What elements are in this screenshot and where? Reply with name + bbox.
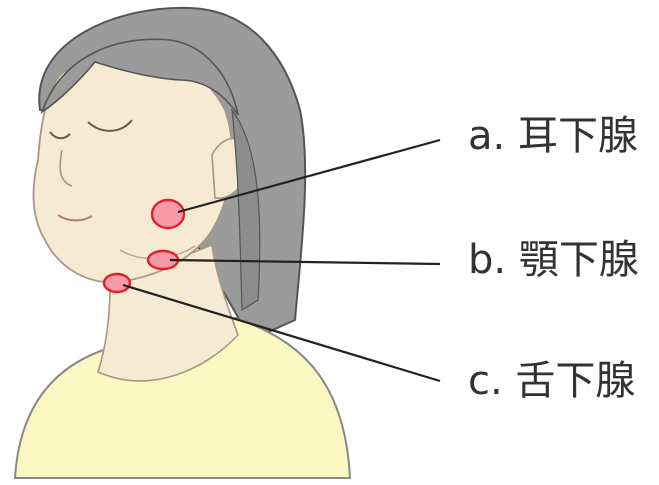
label-submandibular-gland: b. 顎下腺 — [468, 240, 639, 280]
sublingual-gland-marker — [104, 274, 130, 292]
parotid-gland-marker — [152, 200, 184, 228]
label-sublingual-gland: c. 舌下腺 — [468, 361, 635, 401]
label-parotid-gland: a. 耳下腺 — [468, 116, 638, 156]
